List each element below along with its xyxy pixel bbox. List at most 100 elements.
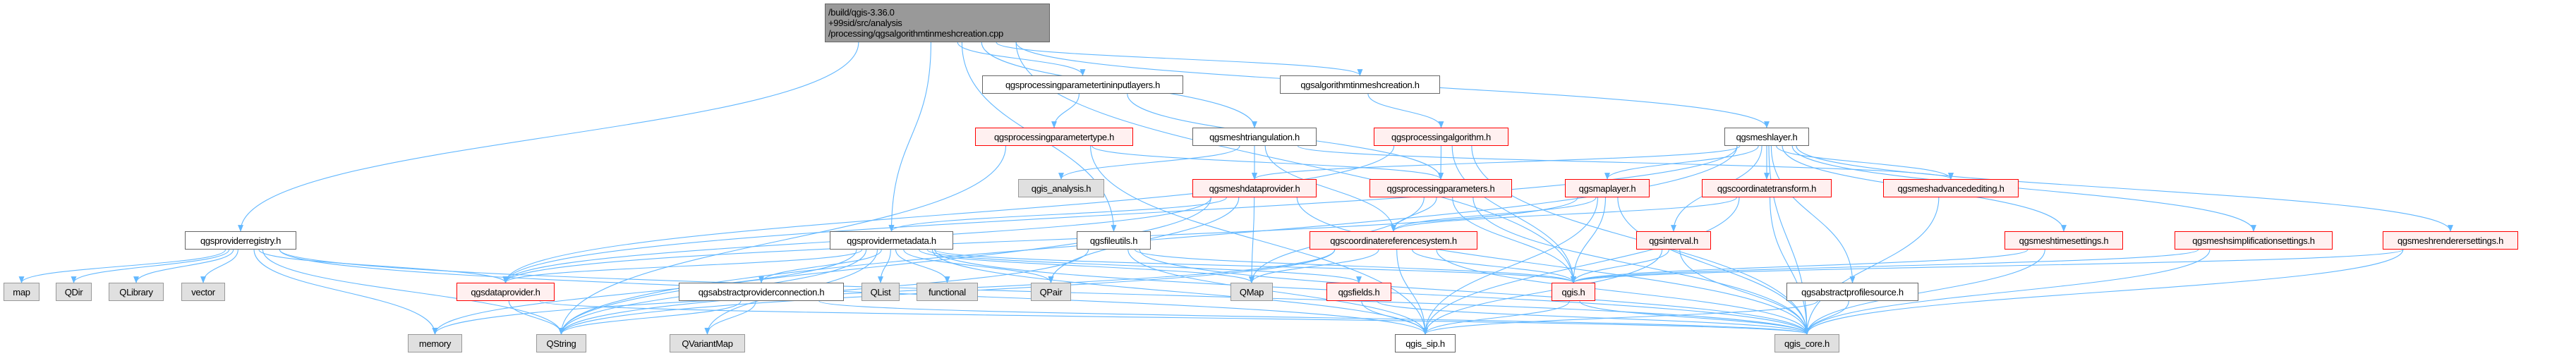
node-qgsproviderregistry[interactable]: qgsproviderregistry.h: [185, 231, 296, 250]
edge-maplayer-to-qgiscore: [1617, 197, 1810, 335]
node-qvariantmap[interactable]: QVariantMap: [670, 334, 745, 352]
node-qgis-h[interactable]: qgis.h: [1552, 283, 1595, 301]
edge-fileutils-to-qgiscore: [1139, 249, 1810, 335]
edge-procparams-to-qgiscore: [1473, 197, 1810, 335]
edge-meshlayer-to-meshdp: [1252, 145, 1741, 180]
node-qgsabstractprofilesource[interactable]: qgsabstractprofilesource.h: [1786, 283, 1918, 301]
node-qgsmeshdataprovider[interactable]: qgsmeshdataprovider.h: [1192, 179, 1317, 197]
edge-absprovconn-to-qgiscore: [818, 300, 1810, 335]
node-qgsmeshtriangulation[interactable]: qgsmeshtriangulation.h: [1192, 128, 1317, 146]
node-qstring[interactable]: QString: [536, 334, 586, 352]
edge-provmeta-to-functional: [895, 249, 950, 283]
node-qgis-analysis[interactable]: qgis_analysis.h: [1018, 179, 1104, 197]
edge-maplayer-to-crs: [1391, 197, 1597, 232]
edge-qgish-to-qgiscore: [1579, 300, 1810, 335]
node-map[interactable]: map: [4, 283, 40, 301]
node-qgsfields[interactable]: qgsfields.h: [1326, 283, 1391, 301]
edge-paramtype-to-qgissip: [1090, 145, 1428, 335]
edge-meshsimp-to-qgish: [1571, 249, 2199, 283]
node-qgsmeshsimplificationsettings[interactable]: qgsmeshsimplificationsettings.h: [2175, 231, 2333, 250]
edge-main-to-algtin: [996, 42, 1363, 76]
node-qgsabstractproviderconnection[interactable]: qgsabstractproviderconnection.h: [679, 283, 844, 301]
edge-fileutils-to-qgissip: [1127, 249, 1428, 335]
edge-meshtri-to-qgisanalysis: [1058, 145, 1240, 180]
node-qmap[interactable]: QMap: [1230, 283, 1273, 301]
edge-provmeta-to-qlist: [878, 249, 891, 283]
edge-provreg-to-dataprov: [258, 249, 509, 283]
node-qgsmeshtimesettings[interactable]: qgsmeshtimesettings.h: [2004, 231, 2123, 250]
edge-interval-to-qgissip: [1422, 249, 1663, 335]
node-qgsinterval[interactable]: qgsinterval.h: [1636, 231, 1711, 250]
main-file-line-2: +99sid/src/analysis: [828, 18, 902, 28]
node-qgsmaplayer[interactable]: qgsmaplayer.h: [1565, 179, 1650, 197]
node-vector[interactable]: vector: [181, 283, 225, 301]
edge-interval-to-qgiscore: [1679, 249, 1810, 335]
node-qgsmeshadvancedediting[interactable]: qgsmeshadvancedediting.h: [1883, 179, 2019, 197]
edge-crs-to-qgish: [1412, 249, 1576, 283]
edge-paramtype-to-qstring: [558, 145, 1007, 335]
node-qgsfileutils[interactable]: qgsfileutils.h: [1077, 231, 1151, 250]
node-qgsmeshrenderersettings[interactable]: qgsmeshrenderersettings.h: [2383, 231, 2518, 250]
edge-procparams-to-qgish: [1452, 197, 1576, 283]
edge-meshlayer-to-qgiscore: [1768, 145, 1810, 335]
edge-crs-to-qmap: [1249, 249, 1379, 283]
edge-interval-to-qgish: [1571, 249, 1669, 283]
node-main-file: /build/qgis-3.36.0 +99sid/src/analysis /…: [825, 4, 1050, 42]
node-qgis-core[interactable]: qgis_core.h: [1774, 334, 1839, 352]
edge-meshtime-to-qgiscore: [1804, 249, 2045, 335]
node-qlibrary[interactable]: QLibrary: [109, 283, 164, 301]
edge-provreg-to-qdir: [71, 249, 230, 283]
edge-procalg-to-qgish: [1451, 145, 1576, 283]
edge-meshtri-to-meshadv: [1298, 145, 1954, 180]
edge-absprofile-to-qgissip: [1422, 300, 1818, 335]
edge-coordtrans-to-crs: [1391, 197, 1737, 232]
edge-fields-to-qgiscore: [1377, 300, 1810, 335]
node-functional[interactable]: functional: [917, 283, 978, 301]
edge-meshlayer-to-meshadv: [1776, 145, 1954, 180]
edge-provmeta-to-qgish: [934, 249, 1576, 283]
edge-provreg-to-memory: [253, 249, 438, 335]
edge-absprovconn-to-qstring: [558, 300, 742, 335]
node-memory[interactable]: memory: [408, 334, 462, 352]
node-qlist[interactable]: QList: [861, 283, 900, 301]
edge-provreg-to-qgissip: [279, 249, 1428, 335]
edge-provmeta-to-absprovconn: [758, 249, 882, 283]
edge-maplayer-to-dataprov: [502, 197, 1578, 283]
edge-main-to-provreg: [238, 42, 859, 232]
edge-meshtri-to-crs: [1264, 145, 1396, 232]
edge-crs-to-qgiscore: [1436, 249, 1810, 335]
edge-provreg-to-vector: [200, 249, 238, 283]
node-qgsmeshlayer[interactable]: qgsmeshlayer.h: [1724, 128, 1809, 146]
node-qgsprocessingparameters[interactable]: qgsprocessingparameters.h: [1369, 179, 1512, 197]
node-qgsprocessingalgorithm[interactable]: qgsprocessingalgorithm.h: [1374, 128, 1508, 146]
node-qgsprovidermetadata[interactable]: qgsprovidermetadata.h: [830, 231, 953, 250]
node-qdir[interactable]: QDir: [56, 283, 92, 301]
edge-meshsimp-to-qgiscore: [1804, 249, 2211, 335]
edge-provreg-to-qstring: [262, 249, 564, 335]
edge-meshlayer-to-meshsimp: [1791, 145, 2256, 232]
edge-main-to-provmeta: [888, 42, 931, 232]
edge-provmeta-to-dataprov: [502, 249, 863, 283]
edge-absprofile-to-qgiscore: [1804, 300, 1849, 335]
edge-provmeta-to-memory: [432, 249, 857, 335]
node-qgsprocessingparametertininputlayers[interactable]: qgsprocessingparametertininputlayers.h: [982, 75, 1183, 94]
edge-qgish-to-qgissip: [1422, 300, 1570, 335]
edge-provmeta-to-qpair: [903, 249, 1054, 283]
node-qgscoordinatetransform[interactable]: qgscoordinatetransform.h: [1702, 179, 1832, 197]
node-qpair[interactable]: QPair: [1031, 283, 1071, 301]
node-qgsprocessingparametertype[interactable]: qgsprocessingparametertype.h: [975, 128, 1133, 146]
edge-crs-to-qgissip: [1396, 249, 1428, 335]
edge-paramtype-to-procparams: [1092, 145, 1444, 180]
node-qgscoordinatereferencesystem[interactable]: qgscoordinatereferencesystem.h: [1310, 231, 1477, 250]
edge-fileutils-to-qgish: [1134, 249, 1576, 283]
edge-meshlayer-to-dataprov: [502, 145, 1738, 283]
edge-coordtrans-to-qgiscore: [1770, 197, 1810, 335]
node-qgsdataprovider[interactable]: qgsdataprovider.h: [456, 283, 555, 301]
edge-dataprov-to-qstring: [508, 300, 564, 335]
node-qgsalgorithmtinmeshcreation[interactable]: qgsalgorithmtinmeshcreation.h: [1280, 75, 1440, 94]
node-qgis-sip[interactable]: qgis_sip.h: [1395, 334, 1456, 352]
edge-algtin-to-procalg: [1367, 93, 1444, 128]
edge-coordtrans-to-qgissip: [1422, 197, 1740, 335]
edge-meshtime-to-qgish: [1571, 249, 2028, 283]
